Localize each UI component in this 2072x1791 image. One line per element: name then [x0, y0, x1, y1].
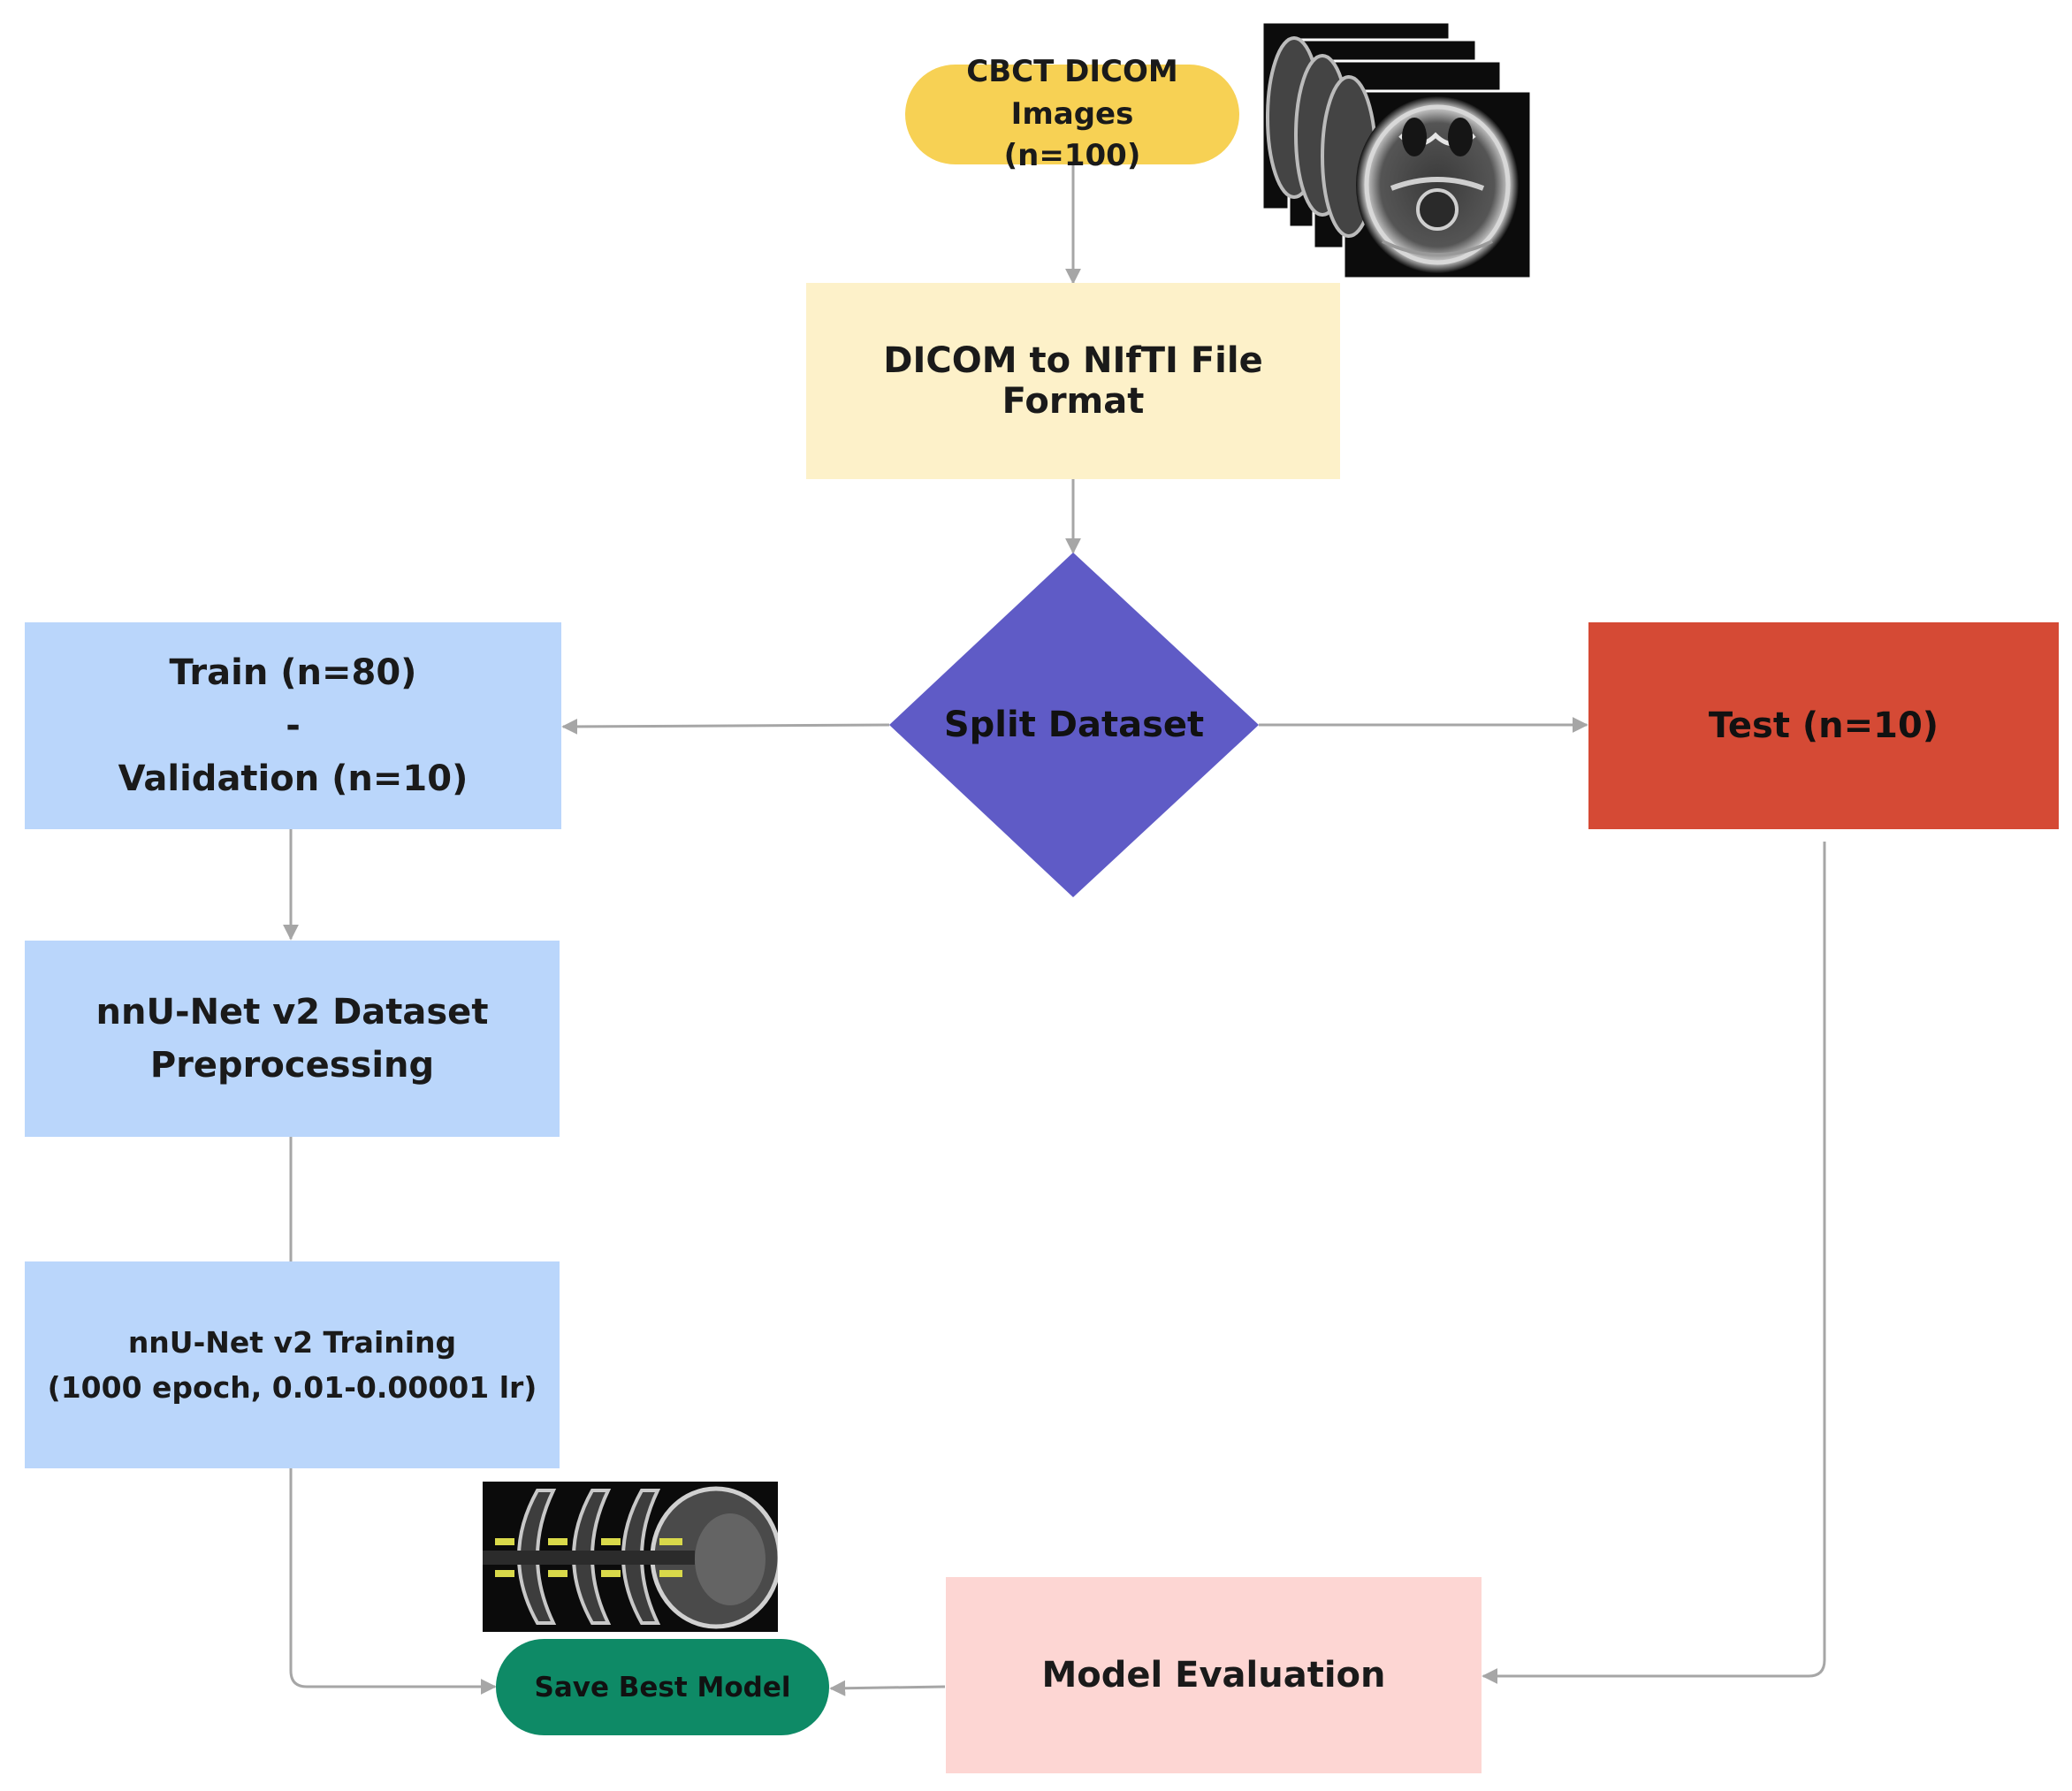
train-validation-node[interactable]: Train (n=80) - Validation (n=10): [25, 622, 561, 829]
model-evaluation-node[interactable]: Model Evaluation: [946, 1577, 1482, 1773]
train-label: Train (n=80): [169, 652, 417, 693]
test-label: Test (n=10): [1708, 705, 1939, 746]
split-dataset-label: Split Dataset: [943, 705, 1205, 745]
training-params: (1000 epoch, 0.01-0.00001 lr): [47, 1370, 537, 1405]
cbct-input-node[interactable]: CBCT DICOM Images (n=100): [905, 54, 1239, 173]
cbct-input-title: CBCT DICOM Images: [966, 54, 1178, 132]
save-best-model-label: Save Best Model: [534, 1671, 791, 1703]
validation-label: Validation (n=10): [118, 758, 468, 799]
training-title: nnU-Net v2 Training: [127, 1324, 457, 1360]
edge-training-to-save: [289, 1468, 497, 1695]
preprocessing-subtitle: Preprocessing: [149, 1045, 435, 1086]
edge-test-to-evaluation: [1482, 842, 1826, 1684]
segmented-scan-stack-image: [483, 1482, 778, 1632]
preprocessing-node[interactable]: nnU-Net v2 Dataset Preprocessing: [25, 941, 560, 1137]
model-evaluation-label: Model Evaluation: [1041, 1655, 1386, 1696]
test-node[interactable]: Test (n=10): [1588, 622, 2059, 829]
edge-split-to-train: [561, 718, 890, 735]
axial-scan-stack-image: [1259, 20, 1535, 286]
train-validation-separator: -: [286, 705, 301, 746]
convert-format-label: DICOM to NIfTI File Format: [883, 340, 1263, 422]
training-node[interactable]: nnU-Net v2 Training (1000 epoch, 0.01-0.…: [25, 1261, 560, 1468]
cbct-input-count: (n=100): [1003, 138, 1141, 174]
preprocessing-title: nnU-Net v2 Dataset: [95, 992, 489, 1033]
convert-format-node[interactable]: DICOM to NIfTI File Format: [806, 283, 1340, 479]
split-dataset-node[interactable]: Split Dataset: [889, 553, 1259, 897]
save-best-model-node[interactable]: Save Best Model: [496, 1639, 829, 1735]
edge-evaluation-to-save: [829, 1680, 946, 1696]
